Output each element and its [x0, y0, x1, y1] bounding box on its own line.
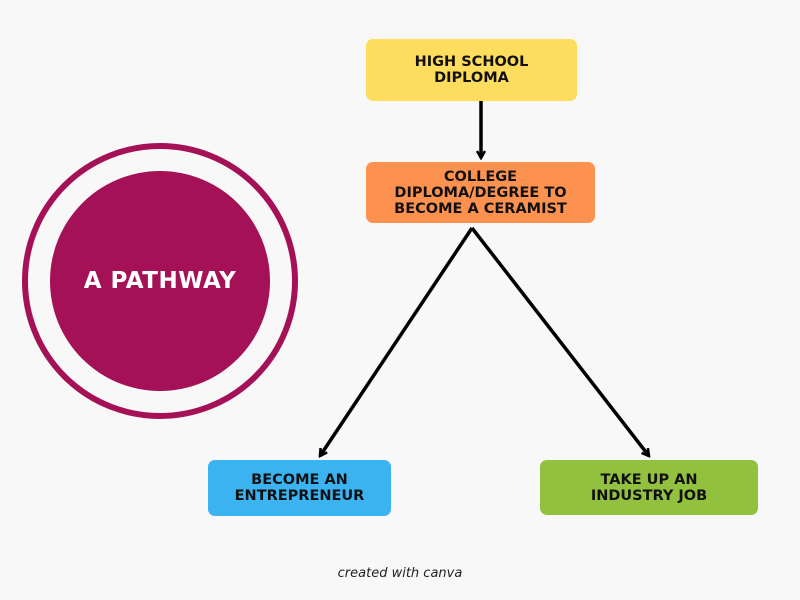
node-label-line: DIPLOMA/DEGREE TO — [394, 184, 567, 201]
node-industry-job: TAKE UP AN INDUSTRY JOB — [540, 460, 758, 515]
node-label-line: ENTREPRENEUR — [234, 488, 365, 504]
node-label-line: TAKE UP AN — [600, 471, 698, 488]
pathway-circle: A PATHWAY — [50, 171, 270, 391]
node-college-degree: COLLEGE DIPLOMA/DEGREE TO BECOME A CERAM… — [366, 162, 595, 223]
node-label-line: COLLEGE — [443, 168, 518, 185]
pathway-title: A PATHWAY — [83, 268, 237, 294]
footer-credit: created with canva — [337, 566, 463, 581]
pathway-circle-ring — [22, 143, 298, 419]
node-entrepreneur: BECOME AN ENTREPRENEUR — [208, 460, 391, 516]
arrow-college-to-entrepreneur — [318, 227, 474, 456]
node-label-line: HIGH SCHOOL — [414, 54, 529, 70]
node-label-line: BECOME AN — [251, 472, 348, 488]
node-label-line: DIPLOMA — [434, 70, 509, 86]
node-label-line: BECOME A CERAMIST — [394, 200, 567, 217]
arrow-college-to-industry — [470, 226, 649, 456]
node-label-line: INDUSTRY JOB — [590, 487, 708, 504]
node-high-school-diploma: HIGH SCHOOL DIPLOMA — [366, 39, 577, 101]
